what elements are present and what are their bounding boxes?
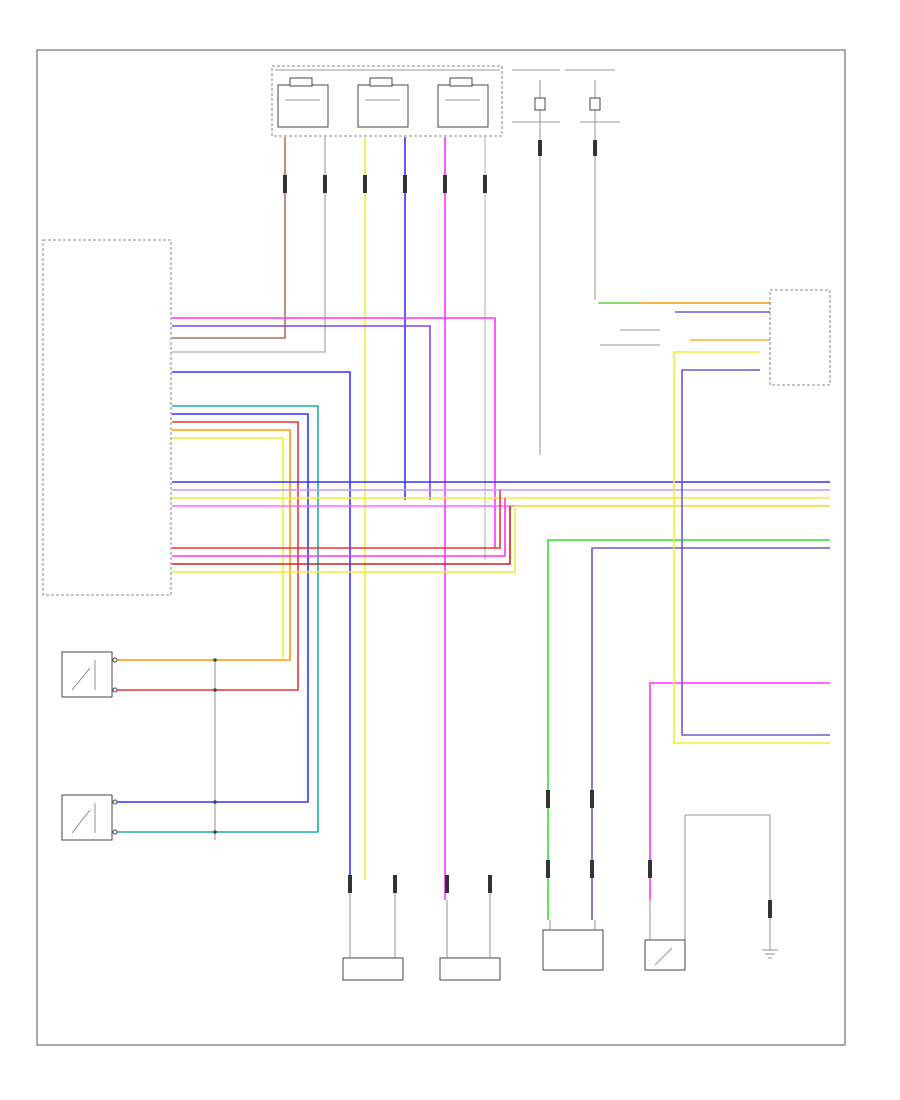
wire-yellow-h1 xyxy=(172,437,284,660)
wire-yellow-r2 xyxy=(673,351,830,744)
bottom-switch xyxy=(644,900,686,971)
bottom-component-3 xyxy=(542,920,604,971)
motor-block-1 xyxy=(277,84,329,128)
wire-teal-h1 xyxy=(115,405,319,833)
diagram-frame xyxy=(36,49,846,1046)
wire-red-h3 xyxy=(172,506,511,565)
wire-pink-h1 xyxy=(172,317,496,548)
fuse-area xyxy=(512,69,620,455)
left-front-switch xyxy=(61,651,118,698)
wire-blue-h2 xyxy=(115,413,309,803)
control-module xyxy=(42,239,172,596)
motor-block-2 xyxy=(357,84,409,128)
wire-brown-1 xyxy=(172,137,286,339)
wire-yellow-h3 xyxy=(172,505,830,573)
wire-violet-h1 xyxy=(172,325,431,500)
right-front-switch xyxy=(61,794,118,841)
wire-orange-h1 xyxy=(115,429,291,661)
wire-violet-r xyxy=(591,547,830,920)
wire-red-h2 xyxy=(172,490,501,549)
motor-block-3 xyxy=(437,84,489,128)
relay-block xyxy=(600,289,831,386)
wire-violet-r2 xyxy=(681,369,830,736)
bottom-component-2 xyxy=(439,880,501,981)
connector-icon xyxy=(283,140,772,918)
wire-pink-r xyxy=(649,682,830,900)
wire-blue-h1 xyxy=(172,371,351,880)
top-module xyxy=(271,65,503,137)
wire-pink-h3 xyxy=(172,498,506,557)
wire-gray-1 xyxy=(172,137,326,353)
module-pin-labels xyxy=(85,318,170,378)
bottom-component-1 xyxy=(342,880,404,981)
